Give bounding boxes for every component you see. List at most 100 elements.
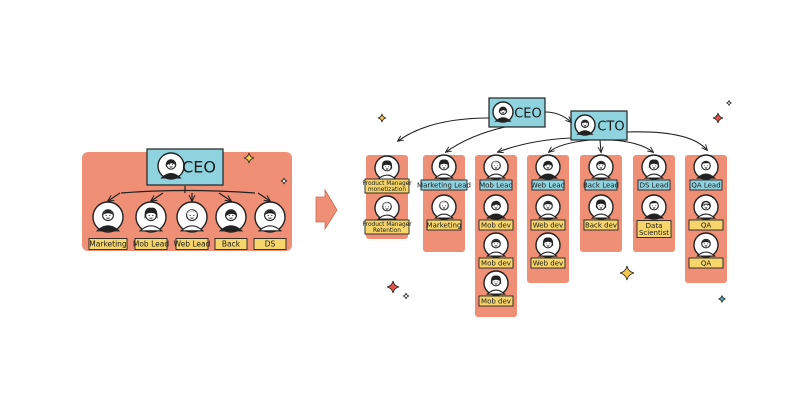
- sparkle-icon: [386, 280, 400, 294]
- left-member-label-1: Mob Lead: [133, 240, 169, 249]
- col-6-head-label: QA Lead: [691, 181, 720, 189]
- col-3-member-label-0-box: [530, 219, 566, 231]
- col-3-member-label-1: Web dev: [533, 259, 563, 267]
- sparkle-icon: [377, 113, 387, 123]
- ceo-to-marketing: [446, 126, 506, 152]
- left-member-label-0: Marketing: [89, 240, 127, 249]
- sparkle-icon: [712, 112, 724, 124]
- left-member-avatar-1: [135, 201, 167, 233]
- right-ceo-label: CEO: [514, 107, 542, 122]
- col-4-head-avatar: [588, 154, 614, 180]
- left-member-label-4: DS: [265, 240, 276, 249]
- sparkle-icon: [726, 100, 732, 106]
- col-3-member-label-1-box: [530, 257, 566, 269]
- sparkle-icon: [402, 292, 410, 300]
- left-member-avatar-4: [254, 201, 286, 233]
- col-4-member-label-0: Back dev: [585, 221, 617, 229]
- col-5-member-label-0-box: [636, 220, 672, 238]
- left-ceo-avatar: [157, 152, 185, 180]
- left-arrow-3: [218, 192, 231, 201]
- col-3-member-label-0: Web dev: [533, 221, 563, 229]
- col-6-member-avatar-0: [693, 194, 719, 220]
- col-5-head-label: DS Lead: [640, 181, 669, 189]
- sparkle-icon: [243, 152, 255, 164]
- col-1-head-label: Marketing Lead: [417, 181, 471, 189]
- col-6-head-label-box: [689, 179, 723, 191]
- ceo-to-cto: [544, 111, 571, 122]
- col-0-member-avatar-0: [374, 195, 400, 221]
- col-0-head-label-box: [364, 178, 410, 194]
- col-5-head-label-box: [637, 179, 671, 191]
- right-cto-avatar: [574, 114, 596, 136]
- col-3-member-avatar-1: [535, 232, 561, 258]
- col-3-head-avatar: [535, 154, 561, 180]
- col-1-head-label-box: [420, 179, 468, 191]
- col-1-member-avatar-0: [431, 194, 457, 220]
- col-2-member-label-1: Mob dev: [481, 259, 511, 267]
- sparkle-icon: [619, 265, 635, 281]
- col-2-head-label: Mob Lead: [479, 181, 513, 189]
- col-5-member-avatar-0: [641, 194, 667, 220]
- col-2-member-label-2: Mob dev: [481, 297, 511, 305]
- col-4-member-label-0-box: [583, 219, 619, 231]
- transition-arrow: [315, 188, 338, 231]
- cto-to-back: [600, 139, 601, 152]
- right-cto-label: CTO: [597, 120, 624, 135]
- cto-to-ds: [611, 139, 653, 152]
- left-ceo-label: CEO: [182, 158, 216, 177]
- col-2-member-avatar-0: [483, 194, 509, 220]
- col-4-head-label-box: [584, 179, 618, 191]
- col-1-member-label-0: Marketing: [427, 221, 462, 229]
- cto-to-mob: [498, 137, 572, 152]
- col-2-member-avatar-2: [483, 270, 509, 296]
- left-member-label-4-box: [253, 238, 287, 250]
- col-2-head-avatar: [483, 154, 509, 180]
- col-2-member-avatar-1: [483, 232, 509, 258]
- right-ceo-avatar: [492, 101, 514, 123]
- col-3-head-label: Web Lead: [531, 181, 565, 189]
- left-member-avatar-2: [176, 201, 208, 233]
- col-6-member-label-1-box: [688, 257, 724, 269]
- col-2-head-label-box: [479, 179, 513, 191]
- left-member-avatar-0: [92, 201, 124, 233]
- col-1-member-label-0-box: [426, 219, 462, 231]
- col-0-member-label-0-box: [364, 219, 410, 235]
- col-5-head-avatar: [641, 154, 667, 180]
- col-4-head-label: Back Lead: [583, 181, 619, 189]
- col-6-member-label-0-box: [688, 219, 724, 231]
- col-4-member-avatar-0: [588, 194, 614, 220]
- left-member-label-3-box: [214, 238, 248, 250]
- left-arrow-4: [257, 192, 270, 201]
- col-2-member-label-0: Mob dev: [481, 221, 511, 229]
- sparkle-icon: [280, 177, 288, 185]
- col-6-member-label-0: QA: [701, 221, 712, 229]
- col-6-member-label-1: QA: [701, 259, 712, 267]
- sparkle-icon: [718, 295, 726, 303]
- left-member-label-2-box: [175, 238, 209, 250]
- col-3-member-avatar-0: [535, 194, 561, 220]
- cto-to-web: [549, 139, 591, 152]
- col-1-head-avatar: [431, 154, 457, 180]
- col-2-member-label-1-box: [478, 257, 514, 269]
- left-member-label-2: Web Lead: [174, 240, 211, 249]
- col-2-member-label-0-box: [478, 219, 514, 231]
- col-3-head-label-box: [531, 179, 565, 191]
- left-member-label-3: Back: [222, 240, 241, 249]
- col-6-member-avatar-1: [693, 232, 719, 258]
- col-6-head-avatar: [693, 154, 719, 180]
- left-arrow-1: [151, 192, 164, 201]
- left-arrow-0: [108, 192, 121, 201]
- cto-to-qa: [626, 131, 707, 150]
- left-member-label-0-box: [88, 238, 128, 250]
- left-member-avatar-3: [215, 201, 247, 233]
- left-branch: [120, 189, 256, 194]
- col-0-head-avatar: [374, 155, 400, 181]
- left-member-label-1-box: [134, 238, 168, 250]
- ceo-to-pm: [398, 117, 490, 141]
- col-2-member-label-2-box: [478, 295, 514, 307]
